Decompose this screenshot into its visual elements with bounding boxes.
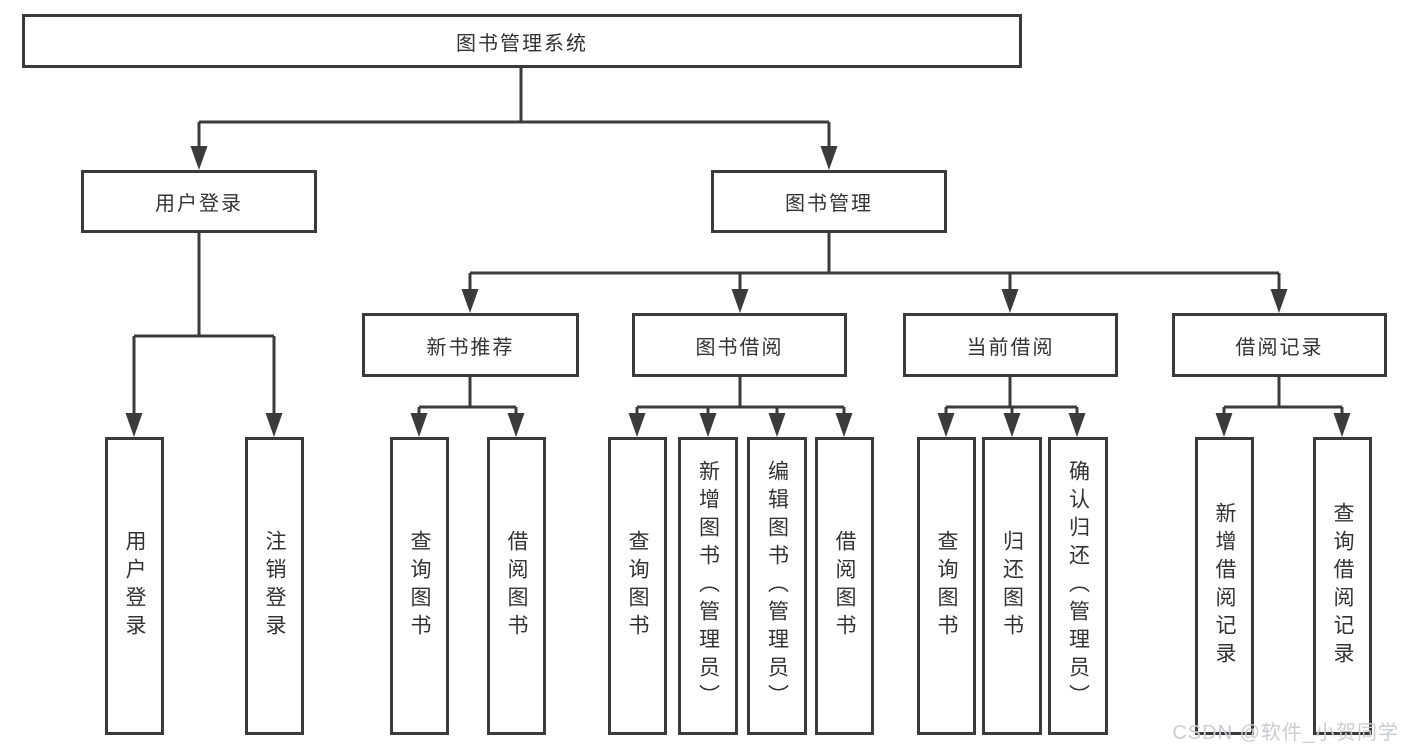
node-user-login: 用户登录	[81, 170, 317, 233]
leaf-user-login: 用户登录	[105, 437, 164, 735]
leaf-edit-book-admin: 编辑图书（管理员）	[747, 437, 807, 735]
leaf-logout: 注销登录	[245, 437, 304, 735]
leaf-add-borrow-record: 新增借阅记录	[1195, 437, 1254, 735]
node-current-borrow: 当前借阅	[903, 313, 1118, 377]
leaf-confirm-return-admin: 确认归还（管理员）	[1048, 437, 1108, 735]
leaf-query-borrow-record: 查询借阅记录	[1313, 437, 1372, 735]
node-book-borrow: 图书借阅	[632, 313, 847, 377]
leaf-query-book-c: 查询图书	[917, 437, 976, 735]
csdn-watermark: CSDN @软件_小贺同学	[1172, 722, 1399, 744]
leaf-query-book-b: 查询图书	[608, 437, 667, 735]
leaf-query-book-a: 查询图书	[390, 437, 449, 735]
leaf-borrow-book-a: 借阅图书	[487, 437, 546, 735]
leaf-add-book-admin: 新增图书（管理员）	[678, 437, 738, 735]
node-book-management: 图书管理	[711, 170, 947, 233]
node-new-book-recommend: 新书推荐	[362, 313, 579, 377]
leaf-return-book: 归还图书	[982, 437, 1042, 735]
node-root-library-system: 图书管理系统	[22, 14, 1022, 68]
leaf-borrow-book-b: 借阅图书	[815, 437, 874, 735]
node-borrow-record: 借阅记录	[1172, 313, 1387, 377]
